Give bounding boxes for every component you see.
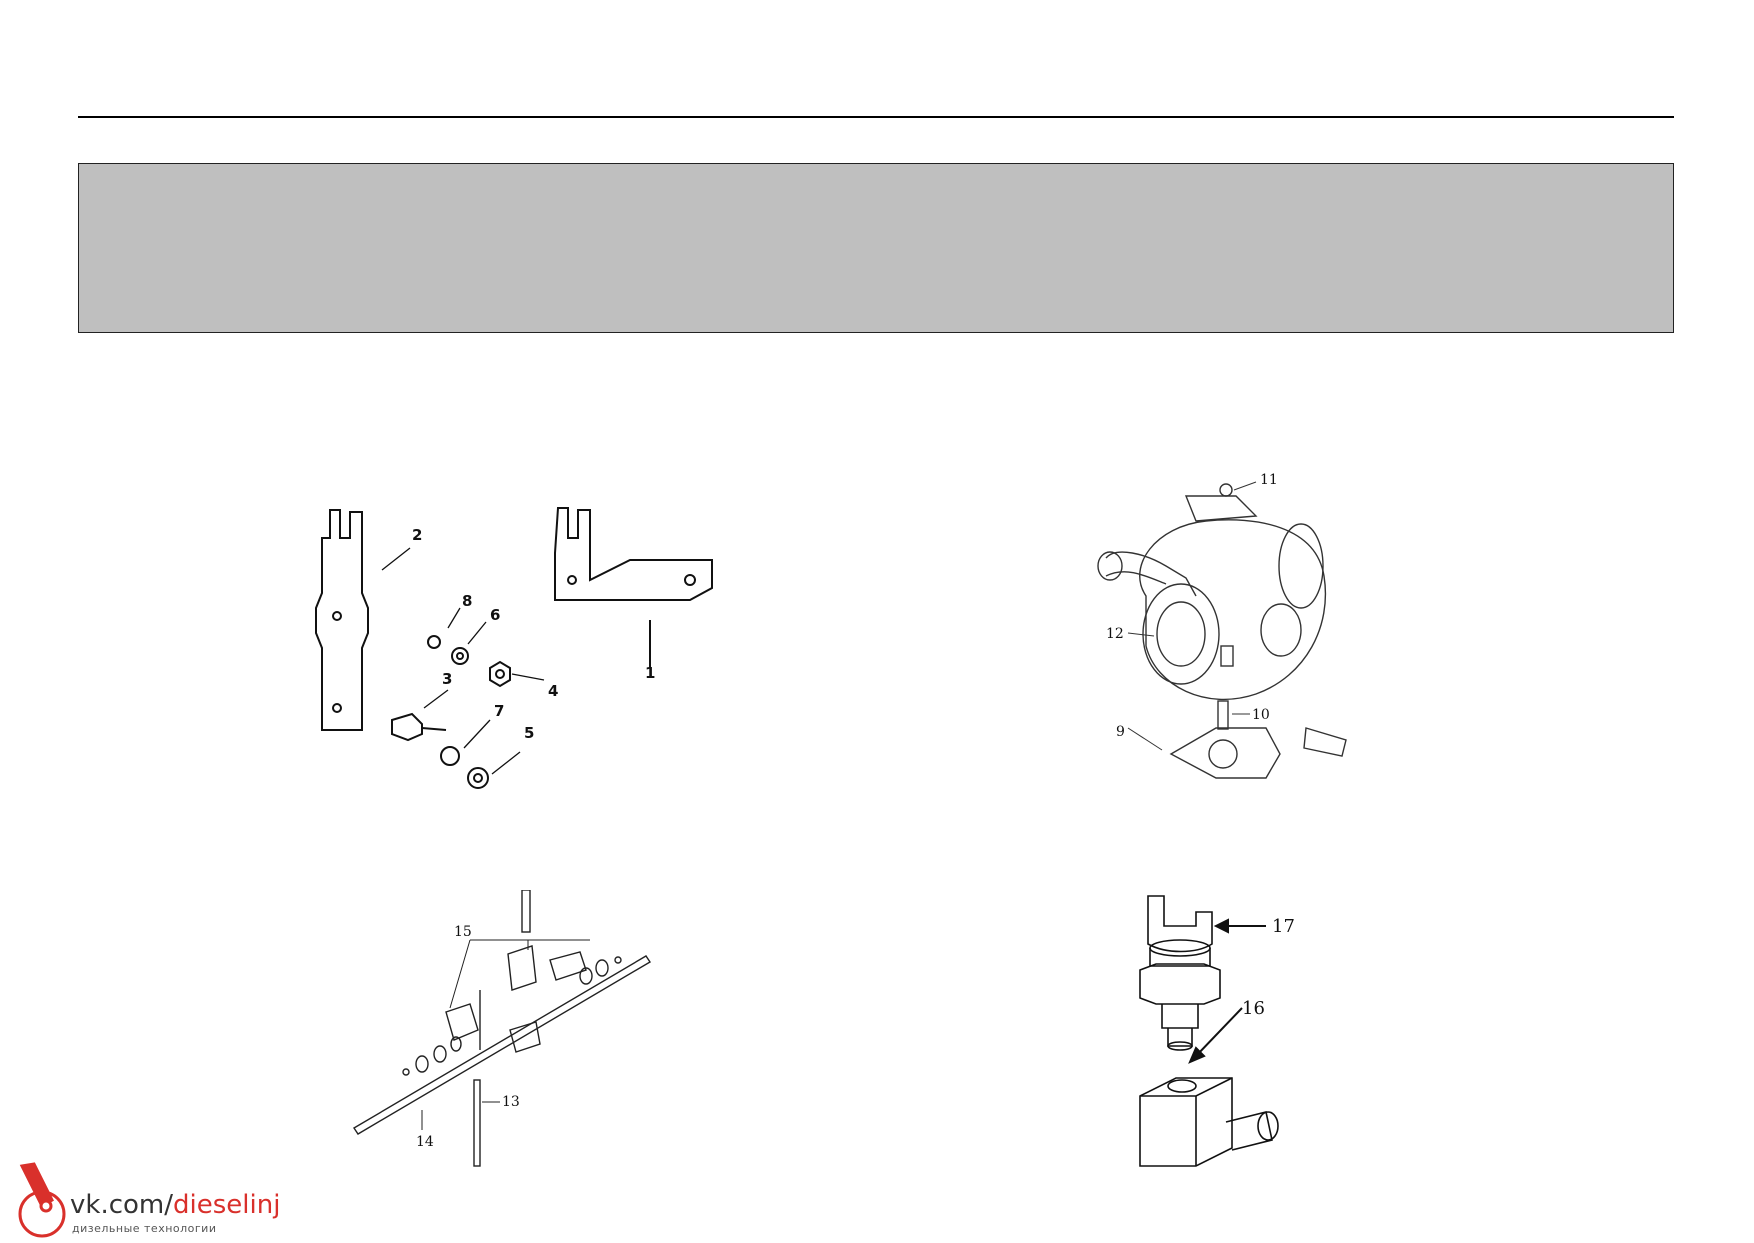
figure-rocker: 13 14 15 — [350, 890, 660, 1170]
label-2: 2 — [412, 526, 422, 544]
label-14: 14 — [416, 1134, 434, 1150]
header-rule — [78, 116, 1674, 118]
injector-logo-icon — [18, 1162, 66, 1238]
sensor-diagram: 16 17 — [1139, 895, 1295, 1167]
watermark-url[interactable]: vk.com/dieselinj — [70, 1190, 280, 1220]
header-banner — [78, 163, 1674, 333]
label-7: 7 — [494, 702, 504, 720]
label-13: 13 — [502, 1094, 520, 1110]
watermark-logo — [12, 1160, 312, 1239]
label-1: 1 — [645, 664, 655, 682]
label-3: 3 — [442, 670, 452, 688]
label-4: 4 — [548, 682, 558, 700]
figure-bracket: 1 2 3 4 5 6 7 8 — [300, 498, 720, 808]
label-8: 8 — [462, 592, 472, 610]
label-10: 10 — [1252, 707, 1270, 723]
figure-turbo: 9 10 11 12 — [1086, 466, 1356, 798]
watermark-url-prefix: vk.com/ — [70, 1190, 173, 1220]
label-17: 17 — [1272, 916, 1295, 937]
label-9: 9 — [1116, 724, 1125, 740]
figure-sensor: 16 17 — [1116, 886, 1342, 1172]
label-16: 16 — [1242, 998, 1265, 1019]
label-15: 15 — [454, 924, 472, 940]
label-11: 11 — [1260, 472, 1278, 488]
label-12: 12 — [1106, 626, 1124, 642]
bracket-diagram: 1 2 3 4 5 6 7 8 — [315, 507, 713, 789]
turbo-diagram: 9 10 11 12 — [1097, 472, 1347, 779]
label-5: 5 — [524, 724, 534, 742]
label-6: 6 — [490, 606, 500, 624]
watermark-subtitle: дизельные технологии — [72, 1222, 217, 1235]
watermark-url-accent: dieselinj — [173, 1190, 281, 1220]
rocker-diagram: 13 14 15 — [353, 890, 651, 1167]
